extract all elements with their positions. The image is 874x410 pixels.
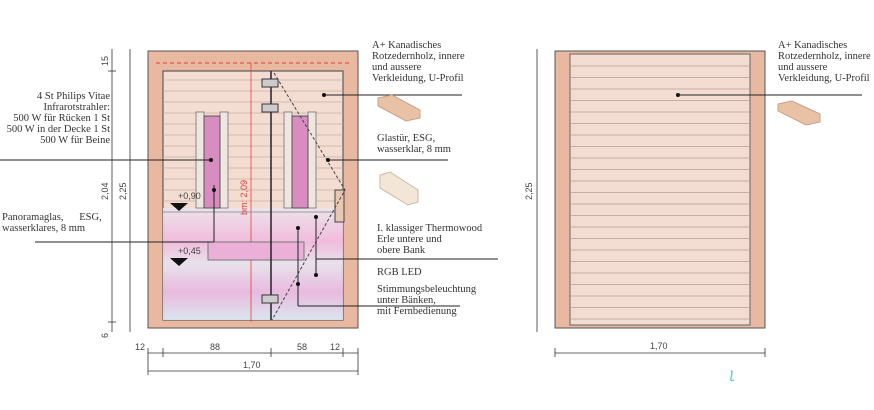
- panorama-label: Panoramaglas, ESG, wasserklares, 8 mm: [2, 212, 102, 234]
- svg-text:unter Bänken,: unter Bänken,: [377, 295, 436, 306]
- heater-frame: [283, 111, 293, 209]
- thermowood-sample-icon: [379, 171, 419, 206]
- svg-text:obere Bank: obere Bank: [377, 245, 426, 256]
- inner-wall: [569, 53, 751, 326]
- svg-text:A+ Kanadisches: A+ Kanadisches: [778, 40, 847, 51]
- svg-text:Stimmungsbeleuchtung: Stimmungsbeleuchtung: [377, 284, 477, 295]
- dim-left-width: 88: [210, 342, 220, 352]
- door-swing: [271, 72, 346, 321]
- upper-bench-level: +0,90: [178, 191, 201, 201]
- level-marker: [170, 203, 188, 211]
- heater-frame: [219, 111, 229, 209]
- glass-area: [163, 208, 343, 320]
- svg-text:Verkleidung, U-Profil: Verkleidung, U-Profil: [778, 73, 870, 84]
- dim-bottom: 6: [100, 333, 110, 338]
- svg-text:Rotzedernholz, innere: Rotzedernholz, innere: [778, 51, 871, 62]
- dim-total-height: 2,25: [118, 182, 128, 200]
- leg-heater: [207, 241, 305, 261]
- dim-inner-height: 2,04: [100, 182, 110, 200]
- front-elevation: bm: 2,09 +0,90 +0,45: [0, 40, 498, 375]
- dim-total-width: 1,70: [243, 360, 261, 370]
- dimension-lines: [108, 49, 359, 375]
- dim-top: 15: [100, 56, 110, 66]
- planks: [570, 65, 750, 320]
- hinge: [261, 103, 279, 113]
- svg-text:und aussere: und aussere: [778, 62, 828, 73]
- door-label: Glastür, ESG, wasserklar, 8 mm: [377, 133, 451, 155]
- svg-text:wasserklar, 8 mm: wasserklar, 8 mm: [377, 144, 451, 155]
- dim-total-height: 2,25: [524, 182, 534, 200]
- svg-text:500 W für Beine: 500 W für Beine: [40, 135, 110, 146]
- level-marker: [170, 258, 188, 266]
- cedar-sample-icon: [377, 94, 421, 122]
- lower-bench-level: +0,45: [178, 246, 201, 256]
- infrared-heater: [291, 115, 309, 209]
- infrared-heater: [203, 115, 221, 209]
- svg-text:500 W in der Decke 1 St: 500 W in der Decke 1 St: [7, 124, 111, 135]
- svg-text:A+ Kanadisches: A+ Kanadisches: [372, 40, 441, 51]
- svg-text:Rotzedernholz, innere: Rotzedernholz, innere: [372, 51, 465, 62]
- heater-frame: [307, 111, 317, 209]
- dim-right-wall: 12: [330, 342, 340, 352]
- led-label: RGB LED: [377, 267, 422, 278]
- leader-lines: [0, 94, 498, 307]
- cedar-label: A+ Kanadisches Rotzedernholz, innere und…: [778, 40, 871, 84]
- dim-left-wall: 12: [135, 342, 145, 352]
- svg-text:4 St Philips Vitae: 4 St Philips Vitae: [37, 91, 110, 102]
- svg-text:Panoramaglas, ESG,: Panoramaglas, ESG,: [2, 212, 102, 223]
- bench-label: I. klassiger Thermowood Erle untere und …: [377, 223, 483, 256]
- svg-text:Infrarotstrahler:: Infrarotstrahler:: [44, 102, 111, 113]
- svg-text:500 W für Rücken 1 St: 500 W für Rücken 1 St: [13, 113, 110, 124]
- svg-text:I. klassiger Thermowood: I. klassiger Thermowood: [377, 223, 483, 234]
- door-handle: [334, 189, 345, 223]
- mood-lighting-label: Stimmungsbeleuchtung unter Bänken, mit F…: [377, 284, 477, 317]
- svg-text:mit Fernbedienung: mit Fernbedienung: [377, 306, 457, 317]
- cedar-sample-icon: [777, 100, 821, 126]
- dim-right-width: 58: [297, 342, 307, 352]
- hinge: [261, 294, 279, 304]
- svg-text:Erle untere und: Erle untere und: [377, 234, 442, 245]
- heater-label: 4 St Philips Vitae Infrarotstrahler: 500…: [7, 91, 111, 146]
- svg-text:Glastür, ESG,: Glastür, ESG,: [377, 133, 435, 144]
- rear-elevation: A+ Kanadisches Rotzedernholz, innere und…: [524, 40, 871, 382]
- svg-text:und aussere: und aussere: [372, 62, 422, 73]
- svg-text:wasserklares, 8 mm: wasserklares, 8 mm: [2, 223, 85, 234]
- svg-text:Verkleidung, U-Profil: Verkleidung, U-Profil: [372, 73, 464, 84]
- cursor-mark: [730, 370, 735, 382]
- hinge: [261, 78, 279, 88]
- cedar-label: A+ Kanadisches Rotzedernholz, innere und…: [372, 40, 465, 84]
- clear-height-label: bm: 2,09: [239, 180, 249, 215]
- dim-total-width: 1,70: [650, 341, 668, 351]
- dimension-lines: [536, 49, 766, 357]
